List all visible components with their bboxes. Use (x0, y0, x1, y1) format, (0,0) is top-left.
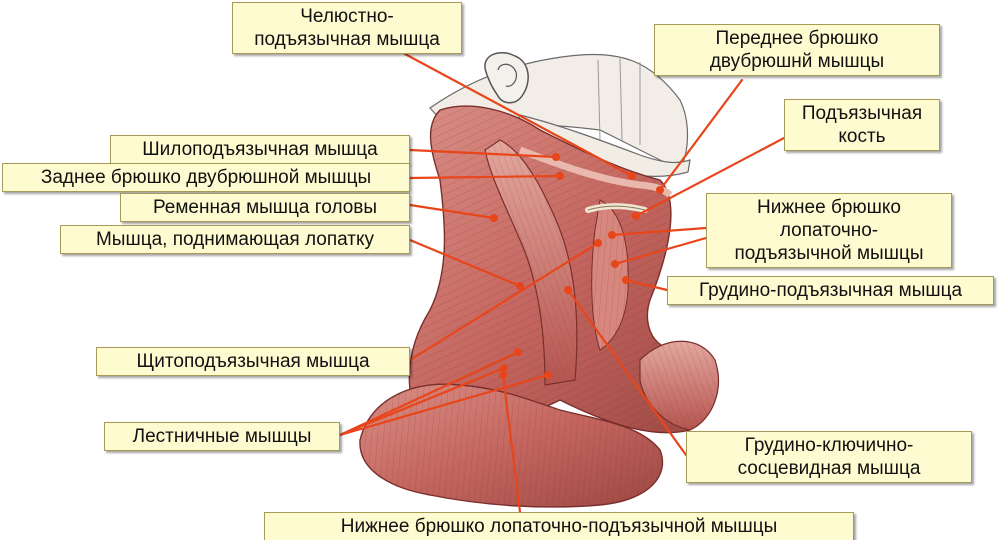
leader-thyrohyoid (408, 241, 600, 362)
leader-inf-omohyoid-bottom (501, 373, 522, 514)
label-line: Шилоподъязычная мышца (142, 139, 378, 160)
label-line: Заднее брюшко двубрюшной мышцы (40, 167, 372, 188)
label-splenius: Ременная мышца головы (120, 193, 410, 222)
label-line: Нижнее брюшко лопаточно-подъязычной мышц… (340, 516, 778, 537)
label-post-digastric: Заднее брюшко двубрюшной мышцы (2, 163, 410, 192)
leader-dots (490, 153, 664, 379)
leader-lines (338, 52, 786, 514)
leader-hyoid (634, 136, 786, 218)
label-mylohyoid: Челюстно- подъязычная мышца (232, 2, 462, 54)
label-line: Переднее брюшко (715, 28, 879, 49)
label-inf-omohyoid-bottom: Нижнее брюшко лопаточно-подъязычной мышц… (264, 512, 854, 540)
leader-inf-omohyoid-right (610, 226, 708, 237)
label-line: Ременная мышца головы (152, 197, 378, 218)
leader-levator (408, 238, 522, 288)
label-thyrohyoid: Щитоподъязычная мышца (96, 347, 410, 376)
leader-stylohyoid (408, 148, 558, 159)
leader-sternohyoid (624, 278, 669, 292)
label-line: сосцевидная мышца (737, 458, 921, 479)
label-levator: Мышца, поднимающая лопатку (60, 225, 410, 254)
label-line: Грудино-подъязычная мышца (698, 280, 963, 301)
label-line: подъязычной мышцы (734, 243, 924, 264)
label-line: Грудино-ключично- (744, 435, 914, 456)
neck-muscles (408, 105, 712, 441)
label-scm: Грудино-ключично- сосцевидная мышца (686, 431, 972, 483)
leader-scalene-1 (338, 350, 520, 437)
leader-inf-omohyoid-right-2 (613, 236, 708, 266)
label-line: лопаточно- (779, 220, 879, 241)
leader-mylohyoid (403, 52, 634, 178)
label-inf-omohyoid-right: Нижнее брюшко лопаточно- подъязычной мыш… (706, 193, 952, 268)
label-line: Челюстно- (300, 6, 394, 27)
label-line: Лестничные мышцы (132, 426, 312, 447)
label-line: двубрюшнй мышцы (709, 51, 885, 72)
label-stylohyoid: Шилоподъязычная мышца (110, 135, 410, 164)
label-sternohyoid: Грудино-подъязычная мышца (667, 276, 994, 305)
label-line: подъязычная мышца (254, 29, 440, 50)
leader-splenius (408, 203, 496, 220)
label-line: Нижнее брюшко (757, 197, 901, 218)
leader-scm (566, 288, 688, 457)
label-hyoid: Подъязычная кость (784, 99, 940, 151)
leader-ant-digastric (658, 78, 744, 192)
label-scalene: Лестничные мышцы (104, 422, 340, 451)
leader-post-digastric (408, 174, 562, 180)
label-line: кость (838, 126, 886, 147)
label-line: Мышца, поднимающая лопатку (95, 229, 375, 250)
leader-scalene-2 (338, 366, 506, 437)
label-ant-digastric: Переднее брюшко двубрюшнй мышцы (654, 24, 940, 76)
leader-scalene-3 (338, 373, 550, 437)
label-line: Подъязычная (801, 103, 923, 124)
label-line: Щитоподъязычная мышца (136, 351, 370, 372)
ear (484, 51, 529, 104)
